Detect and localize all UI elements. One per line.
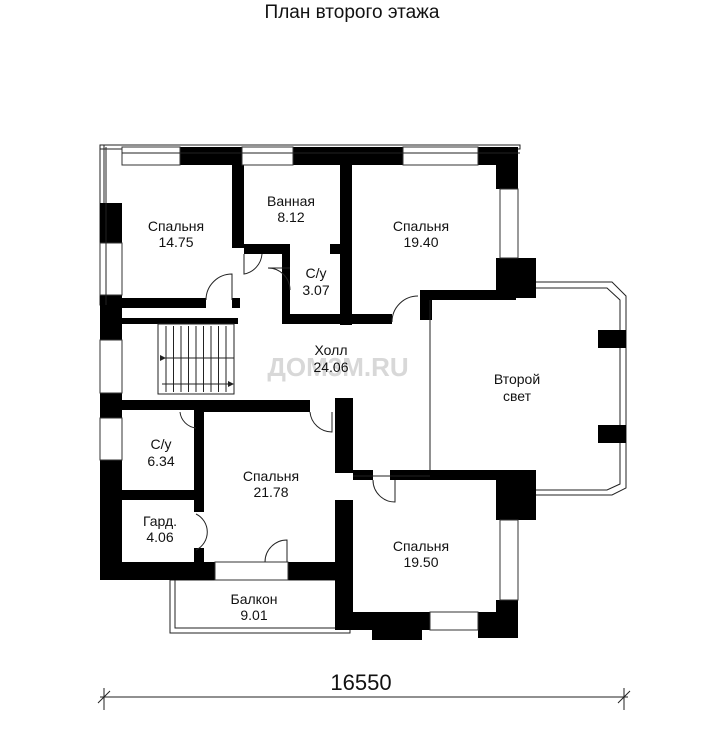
- room-area: 24.06: [313, 359, 348, 375]
- room-name: Спальня: [393, 538, 449, 554]
- room-name: Холл: [315, 342, 348, 358]
- doors: [179, 253, 431, 563]
- room-area: 3.07: [302, 282, 329, 298]
- room-area: 19.50: [403, 554, 438, 570]
- room-name: Спальня: [148, 218, 204, 234]
- dimension-line: 16550: [97, 670, 631, 710]
- walls: [100, 147, 626, 640]
- room-area: 4.06: [146, 529, 173, 545]
- dimension-label: 16550: [330, 670, 391, 695]
- room-name: Спальня: [393, 218, 449, 234]
- room-area: 21.78: [253, 484, 288, 500]
- room-name: С/у: [151, 436, 172, 452]
- room-area: 9.01: [240, 607, 267, 623]
- windows: [99, 146, 520, 631]
- room-name: Второй: [494, 371, 540, 387]
- room-area: 8.12: [277, 209, 304, 225]
- room-name: Ванная: [267, 193, 315, 209]
- room-name: Балкон: [231, 591, 278, 607]
- room-area: свет: [503, 388, 532, 404]
- watermark: ДОМ3М.RU: [267, 352, 408, 382]
- plan-title: План второго этажа: [264, 2, 440, 23]
- room-area: 14.75: [158, 234, 193, 250]
- room-name: Гард.: [143, 513, 177, 529]
- room-area: 6.34: [147, 453, 174, 469]
- staircase: [157, 323, 235, 395]
- room-name: Спальня: [243, 468, 299, 484]
- room-labels: Спальня 14.75 Ванная 8.12 Спальня 19.40 …: [143, 193, 540, 623]
- room-name: С/у: [306, 265, 327, 281]
- room-area: 19.40: [403, 234, 438, 250]
